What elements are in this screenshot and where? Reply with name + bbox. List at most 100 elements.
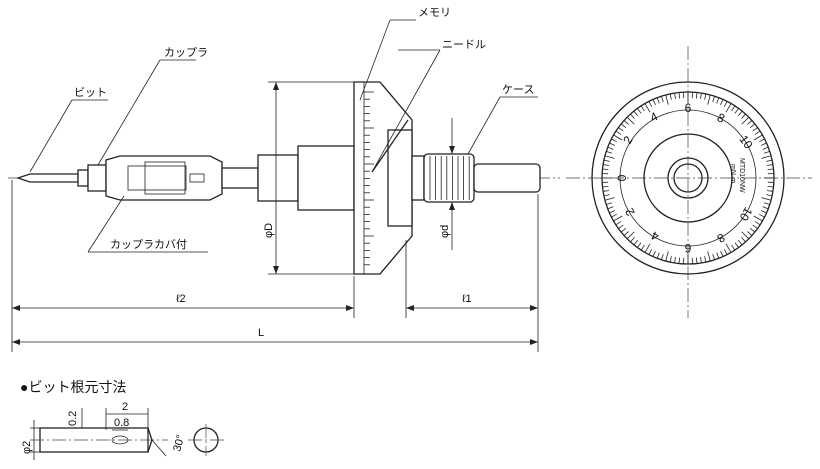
dial-tick [615,130,622,135]
dial-tick [763,151,770,154]
dial-tick [652,99,656,106]
dial-tick [731,105,736,112]
scale-marks [364,91,374,266]
dial-tick [611,213,617,218]
dial-tick [704,256,707,263]
dial-tick [747,120,753,125]
dial-num-6-bottom: 6 [684,241,691,255]
detail-dim-phi2: φ2 [21,441,33,454]
coupler-window [127,165,187,191]
dial-tick [753,134,763,141]
dial-tick [609,210,616,214]
dial-tick [712,96,715,103]
label-needle: ニードル [442,39,486,51]
l1-arrow-right [530,305,538,311]
phiD-arrow-top [273,82,279,90]
dial-tick [630,237,635,243]
dial-tick [602,190,610,192]
dial-tick [630,113,635,119]
dial-tick [741,113,746,119]
dial-tick [720,250,724,257]
dial-tick [613,134,623,141]
dial-tick [712,253,715,260]
case-ring [411,155,425,201]
dial-tick [606,202,613,205]
dial-model: MTD10NW [738,158,745,193]
dial-tick [648,249,653,255]
dial-tick [707,94,711,105]
label-l2: ℓ2 [176,293,186,305]
dial-tick [747,231,753,236]
dial-tick [752,127,758,132]
dial-tick [613,215,623,222]
dial-unit: mN·m [729,164,736,183]
l2-arrow-right [346,305,354,311]
dial-num-8-top: 8 [715,110,727,126]
leader-needle [371,49,441,173]
dial-tick [669,93,672,100]
dial-tick [674,92,676,100]
dial-tick [633,239,638,246]
dial-tick [754,130,761,135]
dial-tick [760,210,767,214]
detail-dim-0-8: 0.8 [114,417,129,429]
dial-tick [761,197,772,201]
coupler-cover [105,155,223,201]
shaft [221,167,259,189]
bit-root-detail: ●ビット根元寸法 0.2 2 0.8 φ2 30° [20,379,224,460]
dial-tick [731,244,736,251]
side-view: メモリ ニードル カップラ ケース ビット カップラカバ付 φD φd ℓ2 ℓ… [8,7,560,352]
dial-tick [665,251,669,262]
dial-tick [734,108,739,114]
case-grip [423,153,475,203]
dial-outer-ring [591,81,785,275]
L-arrow-right [530,339,538,345]
dial-tick [753,215,763,222]
phid-arrow-bottom [449,202,455,210]
dial-num-0: 0 [615,174,629,181]
dial-tick [738,110,743,117]
dial-tick [723,101,728,107]
dial-tick [609,142,616,146]
dial-tick [640,244,645,251]
dial-hub-hole [673,163,703,193]
angle-line [151,439,167,457]
dial-tick [678,92,681,99]
dial-tick [720,99,724,106]
dial-tick [626,116,635,125]
dial-tick [633,110,638,117]
dial-tick [716,97,720,104]
dial-tick [661,253,664,260]
grip-knurl [429,156,470,200]
l2-arrow-left [12,305,20,311]
dial-tick [678,257,681,264]
coupler-slot [189,173,205,183]
phiD-arrow-bottom [273,266,279,274]
dial-tick [766,190,774,192]
dial-tick [604,197,615,201]
dial-tick [700,256,702,264]
coupler-sleeve [144,161,186,195]
dial-tick [741,231,750,240]
label-l1: ℓ1 [462,293,472,305]
dial-num-6-top: 6 [685,101,692,115]
dial-tick [707,251,711,262]
dial-tick [761,155,772,159]
dial-tick [648,101,653,107]
dial-tick [759,213,765,218]
dial-num-10-bottom: 10 [736,205,755,224]
case-end [473,163,541,193]
detail-dim-2: 2 [122,401,128,413]
dial-tick [611,138,617,143]
dial-tick [695,257,698,264]
dial-tick [695,92,698,99]
dial-tick [767,185,774,188]
dial-tick [752,224,758,229]
leader-bit [29,99,73,173]
dial-tick [669,256,672,263]
dial-tick [760,142,767,146]
dial-tick [734,242,739,248]
bit [15,173,79,183]
dial-tick [754,221,761,226]
